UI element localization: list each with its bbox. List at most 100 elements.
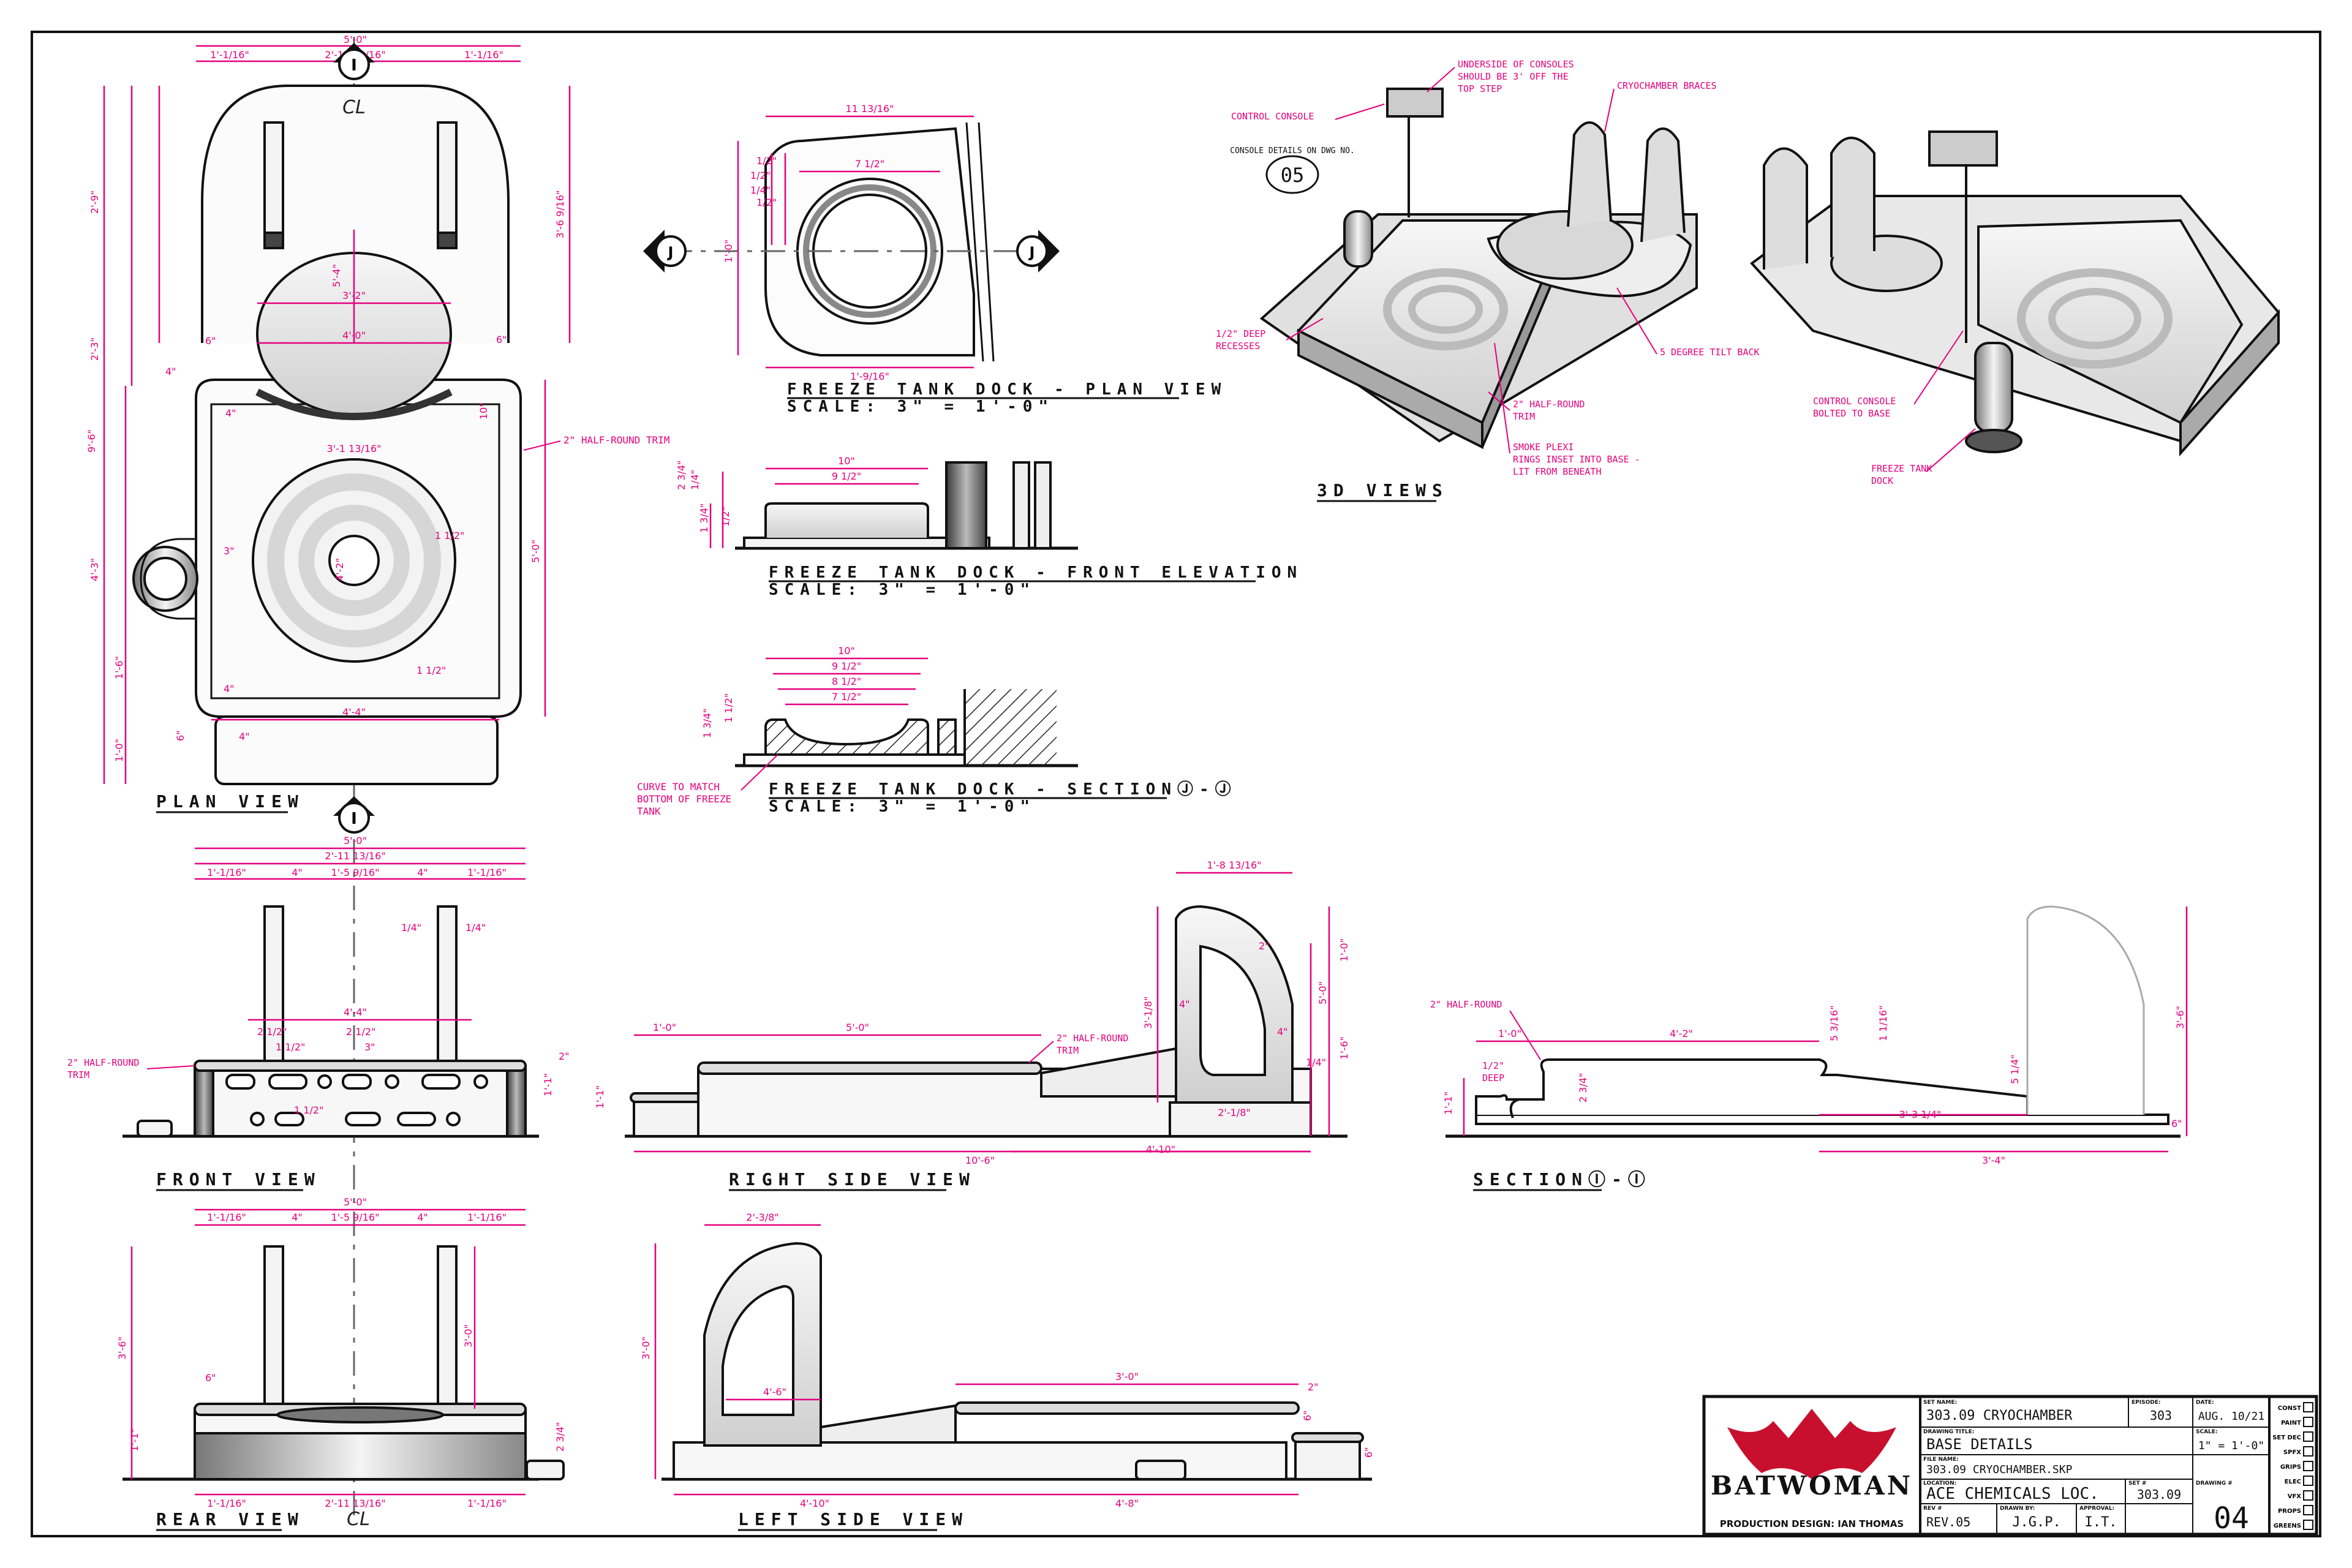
right-notes: 2" HALF-ROUND TRIM <box>1028 1033 1128 1063</box>
dim-text: 7 1/2" <box>832 691 861 703</box>
dim-text: 6" <box>205 1372 216 1384</box>
note-text: BOLTED TO BASE <box>1813 408 1890 419</box>
dept-checkbox[interactable] <box>2303 1417 2313 1427</box>
dim-text: 1/4" <box>1306 1057 1326 1068</box>
tb-label: DRAWING TITLE: <box>1923 1429 1974 1435</box>
dim-text: 1'-1" <box>542 1073 554 1096</box>
tb-location: ACE CHEMICALS LOC. <box>1926 1485 2099 1503</box>
dim-text: 2" <box>559 1050 570 1062</box>
view-title-left-side: LEFT SIDE VIEW <box>738 1509 968 1529</box>
dim-text: 4" <box>224 683 235 695</box>
dim-text: 10" <box>838 455 855 467</box>
dim-text: 3'-0" <box>1115 1371 1139 1382</box>
dim-text: 5'-0" <box>344 1196 367 1208</box>
dim-text: 1'-5 9/16" <box>331 867 380 878</box>
dept-label: GRIPS <box>2280 1464 2301 1471</box>
note-text: SMOKE PLEXI <box>1513 442 1574 453</box>
dim-text: 1/4" <box>750 184 771 196</box>
note-text: 2" HALF-ROUND <box>1057 1033 1128 1044</box>
note-text: TRIM <box>1057 1045 1079 1056</box>
view-title-right-side: RIGHT SIDE VIEW <box>729 1169 976 1189</box>
front-dim-text: 5'-0" 2'-11 13/16" 1'-1/16" 4" 1'-5 9/16… <box>207 835 569 1116</box>
right-dim-text: 1'-8 13/16" 5'-0" 1'-0" 10'-6" 4'-10" 2'… <box>594 859 1350 1166</box>
dock-section-notes: CURVE TO MATCH BOTTOM OF FREEZE TANK <box>637 754 778 817</box>
dept-checkbox[interactable] <box>2303 1490 2313 1501</box>
dim-text: 3" <box>364 1041 375 1053</box>
dept-label: SPFX <box>2283 1449 2301 1456</box>
dim-text: 3'-1/8" <box>1142 997 1154 1029</box>
section-i-view <box>1446 905 2180 1138</box>
rear-dims <box>130 1208 526 1496</box>
note-text: UNDERSIDE OF CONSOLES <box>1458 59 1574 70</box>
tb-file-name: 303.09 CRYOCHAMBER.SKP <box>1926 1463 2073 1476</box>
dept-label: ELEC <box>2285 1479 2301 1485</box>
dept-checkbox[interactable] <box>2303 1431 2313 1442</box>
dock-section-dims <box>766 657 928 706</box>
dim-text: 2'-3/8" <box>746 1212 778 1223</box>
dim-text: 1'-6" <box>1338 1036 1350 1060</box>
dim-text: 1 1/2" <box>417 665 446 676</box>
dim-text: 1 3/4" <box>698 503 710 533</box>
dim-text: 3'-3 1/4" <box>1899 1109 1942 1120</box>
dept-checkbox[interactable] <box>2303 1461 2313 1471</box>
dim-text: 2'-9" <box>89 190 100 214</box>
view-title-dock-section: FREEZE TANK DOCK - SECTIONⒿ-Ⓙ <box>769 780 1237 799</box>
left-dim-text: 2'-3/8" 3'-0" 4'-10" 4'-8" 3'-0" 4'-6" 2… <box>640 1212 1374 1509</box>
centerline-label: CL <box>342 97 366 118</box>
tb-label: DATE: <box>2196 1400 2214 1406</box>
dim-text: 2'-3" <box>89 337 100 361</box>
section-marker-bottom: I <box>333 796 375 834</box>
tb-label: APPROVAL: <box>2079 1506 2114 1512</box>
dept-checkbox[interactable] <box>2303 1402 2313 1412</box>
dept-label: PROPS <box>2278 1508 2301 1515</box>
dim-text: 2 1/2" <box>257 1026 287 1038</box>
dim-text: 4" <box>292 867 303 878</box>
view-title-rear: REAR VIEW <box>156 1509 304 1529</box>
dim-text: 2'-1/8" <box>1218 1107 1250 1118</box>
scale-dock-plan: SCALE: 3" = 1'-0" <box>787 398 1054 416</box>
section-dim-text: 1'-0" 4'-2" 3'-3 1/4" 3'-4" 3'-6" 1'-1" … <box>1442 1005 2186 1166</box>
dim-text: 1 1/16" <box>1877 1005 1889 1041</box>
note-text: FREEZE TANK <box>1871 463 1932 474</box>
brand-wordmark: BATWOMAN <box>1711 1471 1913 1501</box>
dim-text: 1/2" <box>720 507 731 527</box>
dim-text: 2 1/2" <box>346 1026 375 1038</box>
dim-text: 5 3/16" <box>1828 1005 1840 1041</box>
dim-text: 4" <box>417 867 428 878</box>
dim-text: 1'-1" <box>129 1428 140 1452</box>
section-marker-j-left: J <box>643 230 687 273</box>
3d-leaders <box>1286 67 1976 472</box>
tb-set-no: 303.09 <box>2137 1487 2181 1502</box>
dept-checkbox[interactable] <box>2303 1446 2313 1457</box>
dim-text: 3'-0" <box>462 1324 474 1348</box>
dept-checkbox[interactable] <box>2303 1520 2313 1530</box>
dim-text: 9 1/2" <box>832 660 861 672</box>
dim-text: 10'-6" <box>965 1155 995 1166</box>
tb-label: SET NAME: <box>1923 1400 1957 1406</box>
dept-checkbox[interactable] <box>2303 1505 2313 1515</box>
dim-text: 1'-1/16" <box>467 1212 507 1223</box>
view-title-3d: 3D VIEWS <box>1317 480 1449 500</box>
dept-checkbox[interactable] <box>2303 1476 2313 1486</box>
tb-episode: 303 <box>2150 1408 2172 1423</box>
tb-set-name: 303.09 CRYOCHAMBER <box>1926 1408 2073 1423</box>
dim-text: 1/2" <box>756 197 777 208</box>
tb-label: DRAWN BY: <box>2000 1506 2035 1512</box>
dim-text: 1'-0" <box>653 1022 676 1033</box>
note-text: SHOULD BE 3' OFF THE <box>1458 71 1569 82</box>
plan-view <box>132 37 522 809</box>
view-title-plan: PLAN VIEW <box>156 791 304 812</box>
dim-text: 6" <box>496 334 507 345</box>
left-dims <box>654 1224 1298 1496</box>
dim-text: 4'-8" <box>1115 1498 1139 1509</box>
dim-text: 3'-2" <box>342 290 366 301</box>
dim-text: 1/4" <box>466 922 486 933</box>
dim-text: 4'-4" <box>342 706 366 718</box>
dept-label: VFX <box>2288 1493 2302 1500</box>
dim-text: 6" <box>1363 1447 1374 1458</box>
note-text: BOTTOM OF FREEZE <box>637 793 731 805</box>
scale-dock-section: SCALE: 3" = 1'-0" <box>769 797 1036 816</box>
dim-text: 1/4" <box>401 922 421 933</box>
